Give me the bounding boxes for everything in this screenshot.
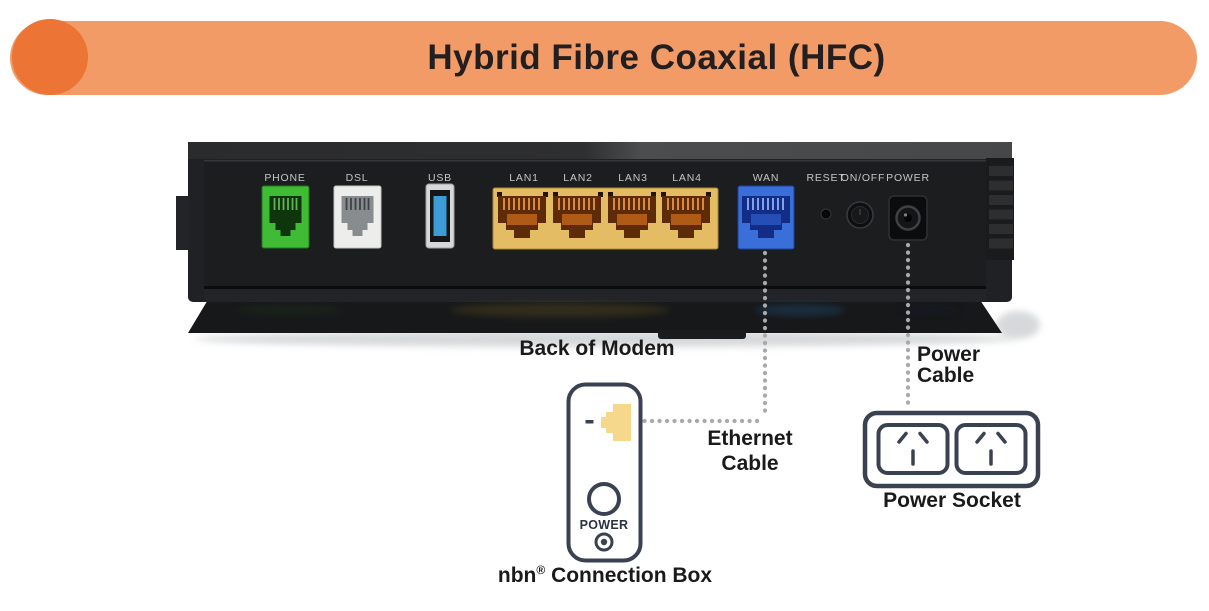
ethernet-cable-caption: Ethernet Cable: [650, 426, 850, 476]
lan1-label: LAN1: [509, 172, 538, 184]
title-banner: [10, 21, 1197, 95]
reset-button: [820, 208, 832, 220]
wan-port: [737, 185, 795, 250]
back-of-modem-caption: Back of Modem: [519, 337, 675, 360]
wan-label: WAN: [753, 172, 780, 184]
modem-right-vents: [986, 158, 1014, 260]
modem-image: PHONE DSL USB LAN1 LAN2 LAN3 LAN4 WAN RE…: [176, 142, 1040, 347]
panel-groove: [204, 286, 986, 289]
power-jack: [888, 195, 928, 241]
nbn-power-led: [594, 532, 614, 552]
dsl-label: DSL: [346, 172, 369, 184]
usb-label: USB: [428, 172, 452, 184]
modem-left-vent: [176, 196, 190, 250]
lan-ports: [492, 187, 719, 250]
nbn-port-tick: [585, 420, 594, 424]
power-socket: [862, 410, 1041, 489]
power-cable-line1: Power: [917, 343, 981, 366]
socket-left: [876, 423, 950, 475]
page-title: Hybrid Fibre Coaxial (HFC): [427, 38, 886, 77]
modem-port-labels: PHONE DSL USB LAN1 LAN2 LAN3 LAN4 WAN RE…: [264, 172, 930, 184]
nbn-power-label: POWER: [580, 518, 629, 532]
modem-shadow: [195, 331, 1015, 347]
banner-accent-circle: [12, 19, 88, 95]
lan4-label: LAN4: [672, 172, 701, 184]
nbn-caption-prefix: nbn: [497, 564, 537, 587]
modem-top-bevel: [188, 142, 1012, 159]
ethernet-cable-dotted-line: [634, 250, 768, 424]
power-cable-line2: Cable: [917, 363, 975, 387]
modem-foot: [658, 330, 746, 339]
nbn-connection-box: POWER: [566, 382, 643, 563]
socket-right: [954, 423, 1028, 475]
onoff-label: ON/OFF: [841, 172, 885, 184]
ethernet-cable-line1: Ethernet: [707, 427, 793, 450]
panel-lower-strip: [204, 289, 986, 302]
lan2-label: LAN2: [563, 172, 592, 184]
reset-label: RESET: [806, 172, 845, 184]
usb-port: [425, 183, 455, 249]
ethernet-cable-line2: Cable: [721, 452, 779, 475]
panel-top-seam: [204, 160, 986, 162]
phone-label: PHONE: [264, 172, 305, 184]
dsl-port: [333, 185, 382, 249]
nbn-ethernet-port: [601, 404, 631, 441]
on-off-button: [846, 201, 874, 229]
base-reflections: [235, 303, 960, 317]
power-label: POWER: [886, 172, 930, 184]
nbn-caption-suffix: Connection Box: [545, 564, 713, 587]
power-cable-caption: Power Cable: [917, 343, 1037, 387]
coax-connector: [587, 482, 621, 516]
nbn-connection-box-caption: nbn® Connection Box: [445, 564, 765, 588]
phone-port: [261, 185, 310, 249]
power-socket-caption: Power Socket: [883, 489, 1021, 512]
modem-shadow-right: [996, 311, 1040, 339]
registered-trademark-symbol: ®: [536, 563, 546, 577]
lan3-label: LAN3: [618, 172, 647, 184]
lan-block-holes: [497, 192, 711, 197]
